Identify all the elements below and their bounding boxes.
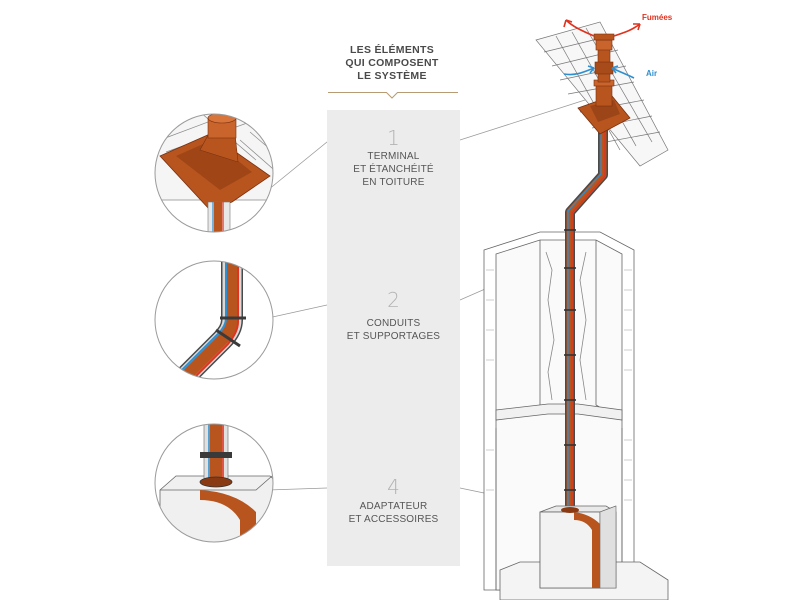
step-2-number: 2 [387,288,400,312]
brick-hatching [486,269,632,501]
detail-circle-adapter [154,423,274,543]
boiler-unit [539,505,617,589]
air-arrow-icon [563,65,635,79]
air-label: Air [646,69,658,78]
step-2-label-line: CONDUITS [366,318,421,329]
detail-circle-ducts [154,260,274,380]
step-1-label-line: ET ÉTANCHÉITÉ [353,164,434,175]
step-1-number: 1 [387,126,400,150]
step-4-number: 4 [387,475,400,499]
chimney-structure [483,231,669,600]
step-4-label: ADAPTATEUR ET ACCESSOIRES [327,500,460,526]
step-2-label-line: ET SUPPORTAGES [346,331,441,342]
chevron-down-icon [386,92,398,99]
heading-line-1: LES ÉLÉMENTS [349,44,435,56]
step-1-label-line: TERMINAL [367,151,420,162]
heading-line-2: QUI COMPOSENT [345,57,439,69]
diagram-heading: LES ÉLÉMENTS QUI COMPOSENT LE SYSTÈME [318,44,466,83]
step-4-label-line: ADAPTATEUR [359,501,428,512]
step-2-label: CONDUITS ET SUPPORTAGES [327,317,460,343]
detail-circle-terminal [154,113,274,233]
step-1-label: TERMINAL ET ÉTANCHÉITÉ EN TOITURE [327,150,460,189]
heading-line-3: LE SYSTÈME [357,70,427,82]
smoke-arrow-icon [563,19,641,37]
flue-pipe [564,120,608,510]
steps-panel [327,110,460,566]
step-1-label-line: EN TOITURE [362,177,425,188]
roof-terminal [577,33,631,135]
step-4-label-line: ET ACCESSOIRES [348,514,439,525]
smoke-label: Fumées [642,13,673,22]
